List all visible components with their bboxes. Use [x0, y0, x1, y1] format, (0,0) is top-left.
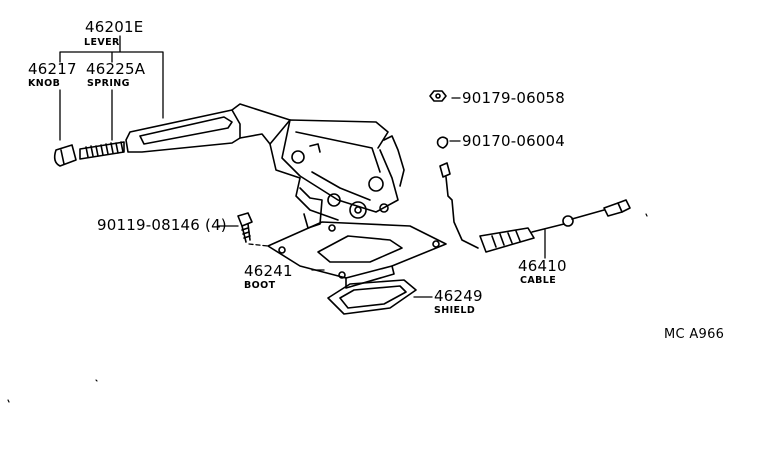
cable-part-number: 46410 — [518, 257, 567, 275]
clip-part-number: 90170-06004 — [462, 132, 566, 150]
spring-part-name: SPRING — [87, 78, 130, 89]
boot-part-name: BOOT — [244, 280, 276, 291]
lever-part-number: 46201E — [85, 18, 144, 36]
nut-part — [429, 90, 447, 102]
bolt-part — [237, 212, 253, 243]
boot-part-number: 46241 — [244, 262, 293, 280]
nut-part-number: 90179-06058 — [462, 89, 566, 107]
knob-part-name: KNOB — [28, 78, 61, 89]
spring-part — [79, 141, 125, 160]
boot-part — [267, 221, 447, 289]
cable-part — [439, 162, 631, 253]
cable-part-name: CABLE — [520, 275, 557, 286]
figure-code: MC A966 — [664, 327, 725, 342]
clip-part — [436, 136, 449, 149]
shield-part-number: 46249 — [434, 287, 483, 305]
lever-part — [125, 103, 405, 229]
scan-marks — [7, 213, 648, 403]
bolt-part-number: 90119-08146 (4) — [97, 216, 227, 234]
shield-part-name: SHIELD — [434, 305, 476, 316]
spring-part-number: 46225A — [86, 60, 146, 78]
lever-part-name: LEVER — [84, 37, 120, 48]
shield-part — [327, 279, 417, 315]
leader-lines — [59, 35, 546, 298]
knob-part — [53, 144, 77, 167]
knob-part-number: 46217 — [28, 60, 77, 78]
